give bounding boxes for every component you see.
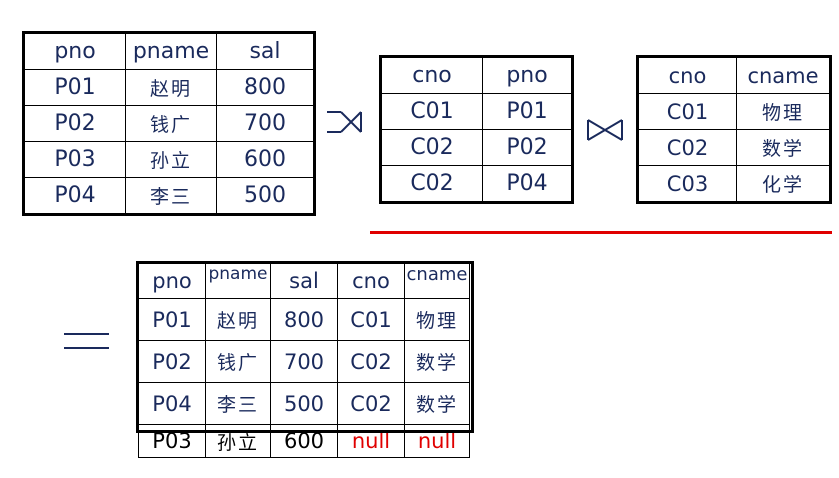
cell: P02 (23, 105, 126, 142)
cell: C02 (337, 382, 405, 425)
table-header-row: cno pno (380, 56, 573, 94)
table-row: P02 钱广 700 (23, 105, 315, 142)
table-employee: pno pname sal P01 赵明 800 P02 钱广 700 P03 … (22, 31, 316, 216)
header-cell: sal (216, 32, 315, 70)
table-row: P01 赵明 800 C01 物理 (138, 298, 470, 341)
cell: C01 (337, 298, 405, 341)
cell: C02 (337, 340, 405, 383)
table-row: P01 赵明 800 (23, 69, 315, 106)
cell: 700 (216, 105, 315, 142)
cell: P01 (482, 93, 573, 130)
null-cell: null (337, 424, 405, 458)
table-row: P02 钱广 700 C02 数学 (138, 340, 470, 383)
table-header-row: pno pname sal cno cname (138, 263, 470, 299)
equals-sign-bottom (64, 347, 109, 349)
cell: P03 (23, 141, 126, 178)
header-cell: pno (482, 56, 573, 94)
header-cell: cno (380, 56, 483, 94)
cell: 钱广 (125, 105, 217, 142)
header-cell: cno (337, 263, 405, 299)
header-cell: pno (23, 32, 126, 70)
cell: 600 (270, 424, 338, 458)
null-cell: null (404, 424, 470, 458)
cell: 数学 (404, 340, 470, 383)
header-cell: pname (125, 32, 217, 70)
cell: 800 (216, 69, 315, 106)
cell: 李三 (205, 382, 271, 425)
cell: P04 (482, 165, 573, 203)
header-cell: pname (205, 263, 271, 299)
cell: C02 (380, 165, 483, 203)
table-row: C03 化学 (637, 165, 831, 203)
table-row: P04 李三 500 C02 数学 (138, 382, 470, 425)
table-row: P03 孙立 600 (23, 141, 315, 178)
outer-join-extra-row: P03 孙立 600 null null (138, 424, 470, 458)
table-row: C02 P02 (380, 129, 573, 166)
cell: C03 (637, 165, 737, 203)
cell: 钱广 (205, 340, 271, 383)
cell: P02 (138, 340, 206, 383)
equals-sign-top (64, 333, 109, 335)
cell: 赵明 (125, 69, 217, 106)
cell: 800 (270, 298, 338, 341)
cell: 物理 (736, 93, 831, 130)
cell: 600 (216, 141, 315, 178)
cell: P01 (23, 69, 126, 106)
table-row: C02 数学 (637, 129, 831, 166)
cell: 孙立 (125, 141, 217, 178)
result-table: pno pname sal cno cname P01 赵明 800 C01 物… (138, 263, 470, 458)
table-cno-pno: cno pno C01 P01 C02 P02 C02 P04 (379, 55, 574, 204)
cell: P04 (138, 382, 206, 425)
cell: 化学 (736, 165, 831, 203)
left-outer-join-icon (327, 111, 362, 133)
cell: C01 (637, 93, 737, 130)
table-cno-cname: cno cname C01 物理 C02 数学 C03 化学 (636, 55, 832, 204)
cell: P04 (23, 177, 126, 215)
header-cell: sal (270, 263, 338, 299)
result-divider-line (370, 231, 832, 234)
cell: 数学 (736, 129, 831, 166)
cell: 500 (270, 382, 338, 425)
cell: C01 (380, 93, 483, 130)
cell: C02 (637, 129, 737, 166)
cell: 赵明 (205, 298, 271, 341)
table-row: P04 李三 500 (23, 177, 315, 215)
header-cell: cno (637, 56, 737, 94)
natural-join-icon (587, 119, 623, 141)
cell: 500 (216, 177, 315, 215)
table-header-row: pno pname sal (23, 32, 315, 70)
header-cell: cname (404, 263, 470, 299)
cell: 数学 (404, 382, 470, 425)
table-row: C02 P04 (380, 165, 573, 203)
cell: P02 (482, 129, 573, 166)
cell: P03 (138, 424, 206, 458)
table-row: C01 P01 (380, 93, 573, 130)
cell: 李三 (125, 177, 217, 215)
table-header-row: cno cname (637, 56, 831, 94)
header-cell: pno (138, 263, 206, 299)
cell: 孙立 (205, 424, 271, 458)
cell: 物理 (404, 298, 470, 341)
cell: P01 (138, 298, 206, 341)
table-row: C01 物理 (637, 93, 831, 130)
cell: 700 (270, 340, 338, 383)
cell: C02 (380, 129, 483, 166)
header-cell: cname (736, 56, 831, 94)
